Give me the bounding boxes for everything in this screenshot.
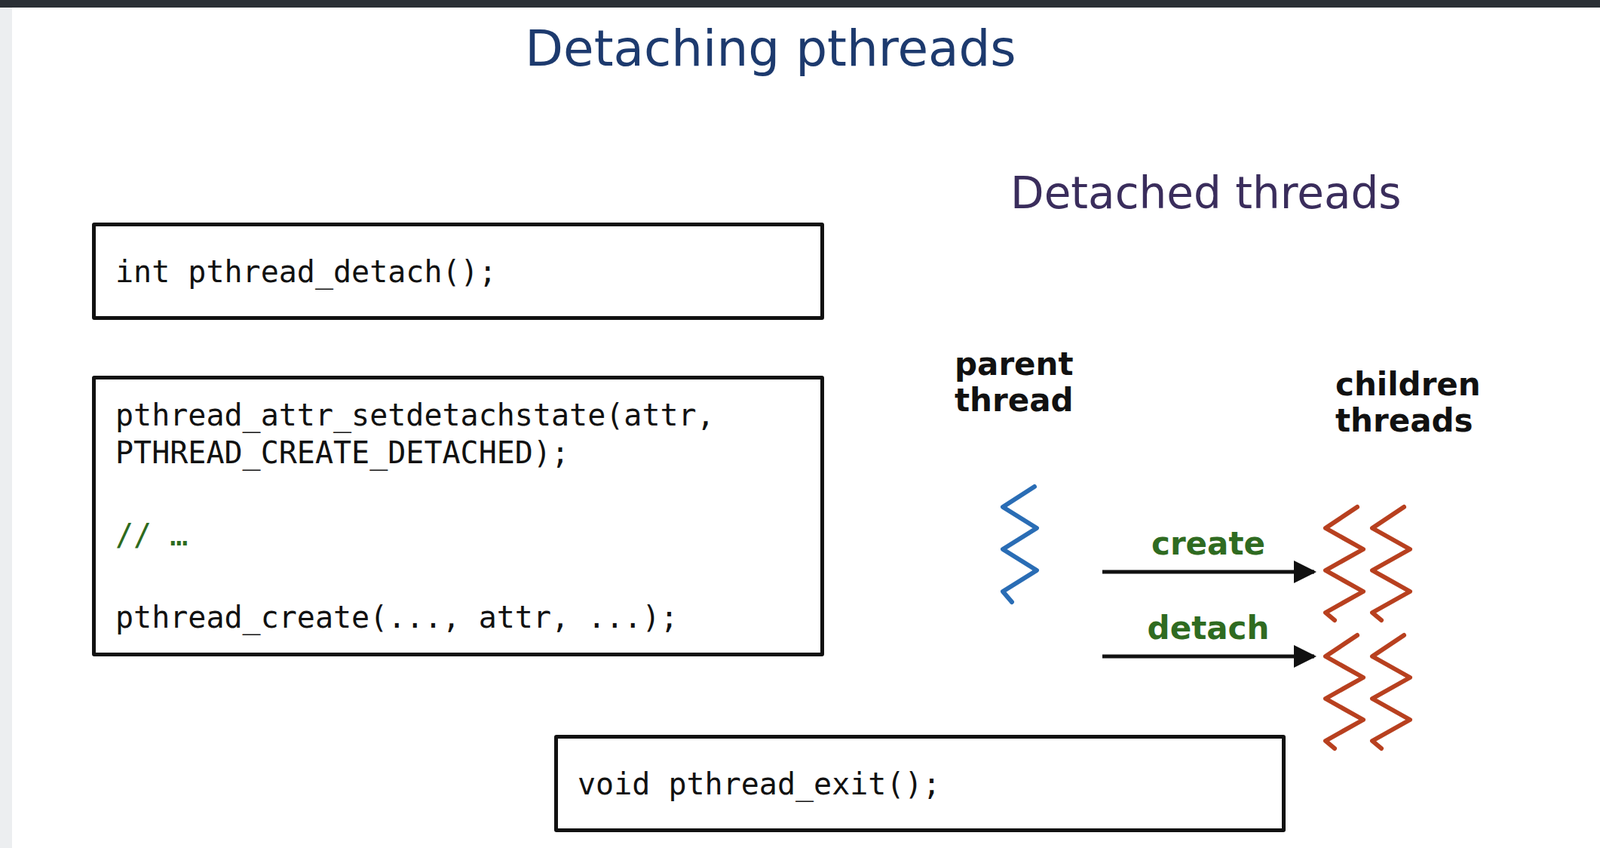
thread-squiggle (1372, 634, 1410, 748)
side-bar (0, 7, 13, 848)
children-threads: children threads (1315, 361, 1535, 755)
code-line: void pthread_exit(); (577, 764, 1263, 803)
code-box: pthread_attr_setdetachstate(attr, PTHREA… (91, 375, 825, 656)
thread-squiggle (1325, 506, 1364, 620)
thread-label: parent thread (954, 346, 1100, 420)
thread-squiggle (1325, 634, 1364, 748)
arrow-connector (1102, 570, 1315, 574)
code-line: pthread_create(..., attr, ...); (115, 597, 801, 636)
heading-label: Detached threads (1010, 167, 1402, 219)
edge-label: create (1148, 524, 1269, 563)
parent-thread: parent thread (951, 343, 1103, 607)
arrow-connector (1102, 654, 1315, 659)
code-box: void pthread_exit(); (554, 734, 1286, 832)
edge-label: detach (1144, 609, 1273, 647)
code-line: // … (115, 515, 801, 554)
code-box: int pthread_detach(); (91, 222, 825, 320)
thread-squiggle (1002, 486, 1037, 602)
top-bar (0, 0, 1600, 8)
title: Detaching pthreads (524, 19, 1017, 78)
code-line: int pthread_detach(); (115, 252, 801, 291)
thread-squiggle (1372, 506, 1410, 620)
thread-label: children threads (1335, 366, 1527, 440)
code-line: pthread_attr_setdetachstate(attr, PTHREA… (115, 395, 801, 472)
